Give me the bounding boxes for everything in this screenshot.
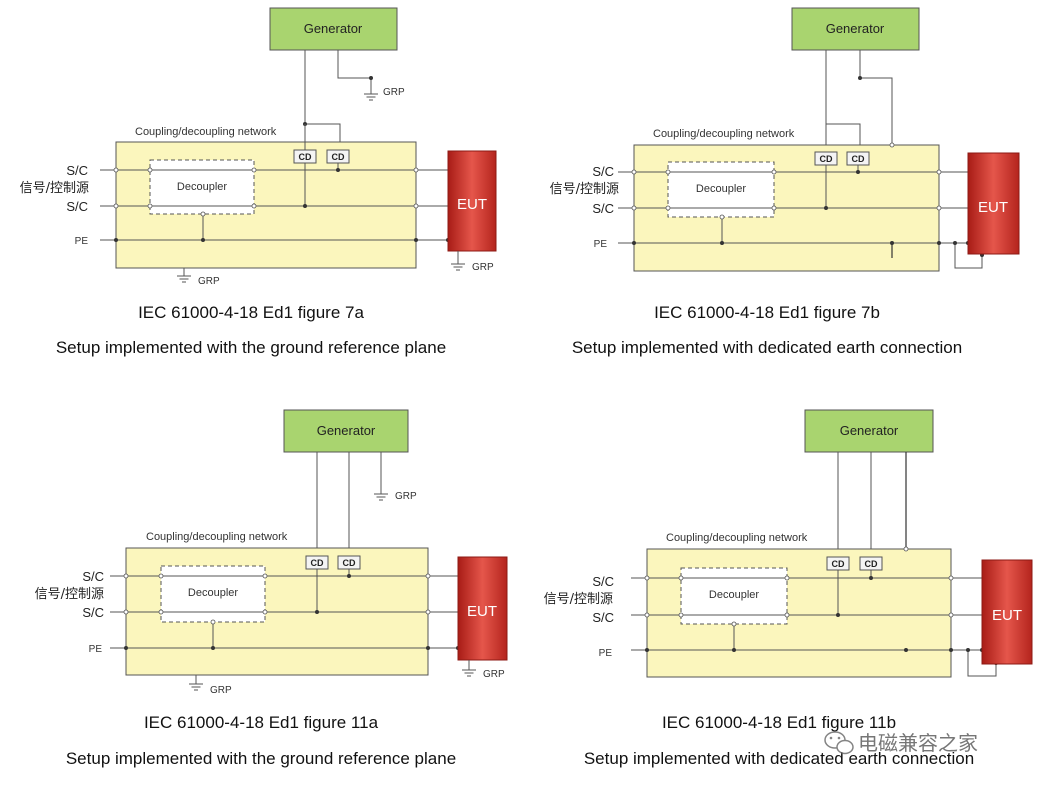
cdn-label: Coupling/decoupling network — [666, 532, 808, 544]
eut-label: EUT — [467, 603, 497, 620]
figure-11b-title: IEC 61000-4-18 Ed1 figure 11b — [662, 713, 896, 732]
eut-label: EUT — [978, 199, 1008, 216]
generator-box — [269, 7, 398, 51]
sc-label: S/C — [66, 163, 88, 178]
pe-label: PE — [599, 648, 613, 659]
cdn-label: Coupling/decoupling network — [135, 126, 277, 138]
generator-label: Generator — [826, 21, 885, 36]
sc-label: S/C — [82, 605, 104, 620]
figure-7b-diagram: Generator Coupling/decoupling network De… — [550, 7, 1020, 272]
watermark-text: 电磁兼容之家 — [858, 731, 978, 755]
wechat-icon — [824, 731, 854, 755]
figure-7b-subtitle: Setup implemented with dedicated earth c… — [572, 338, 962, 357]
decoupler-label: Decoupler — [709, 589, 759, 601]
generator-label: Generator — [304, 21, 363, 36]
figure-11a-subtitle: Setup implemented with the ground refere… — [66, 749, 456, 768]
figure-7a-title: IEC 61000-4-18 Ed1 figure 7a — [138, 303, 364, 322]
grp-label: GRP — [198, 276, 220, 287]
cd-label: CD — [820, 154, 833, 164]
figure-11a-title: IEC 61000-4-18 Ed1 figure 11a — [144, 713, 379, 732]
cdn-label: Coupling/decoupling network — [146, 531, 288, 543]
eut-label: EUT — [992, 607, 1022, 624]
eut-box — [967, 152, 1020, 255]
captions: IEC 61000-4-18 Ed1 figure 7a Setup imple… — [56, 303, 974, 768]
sc-label: S/C — [592, 201, 614, 216]
ground-icon — [363, 87, 379, 101]
figure-11a-diagram: Generator GRP Coupling/decoupling networ… — [35, 409, 508, 696]
cd-label: CD — [332, 152, 345, 162]
ground-icon — [176, 269, 192, 283]
decoupler-label: Decoupler — [696, 183, 746, 195]
signal-source-label: 信号/控制源 — [20, 181, 89, 196]
grp-label: GRP — [383, 87, 405, 98]
generator-label: Generator — [317, 423, 376, 438]
sc-label: S/C — [592, 574, 614, 589]
signal-source-label: 信号/控制源 — [35, 587, 104, 602]
pe-label: PE — [594, 239, 608, 250]
generator-label: Generator — [840, 423, 899, 438]
generator-box — [283, 409, 409, 453]
grp-label: GRP — [483, 669, 505, 680]
cdn-label: Coupling/decoupling network — [653, 128, 795, 140]
cd-label: CD — [299, 152, 312, 162]
eut-box — [447, 150, 497, 252]
figure-7b-title: IEC 61000-4-18 Ed1 figure 7b — [654, 303, 880, 322]
sc-label: S/C — [592, 610, 614, 625]
cd-label: CD — [832, 559, 845, 569]
ground-icon — [450, 257, 466, 271]
signal-source-label: 信号/控制源 — [544, 592, 613, 607]
eut-box — [981, 559, 1033, 665]
watermark: 电磁兼容之家 — [824, 731, 978, 755]
cd-label: CD — [343, 558, 356, 568]
figure-11b-diagram: Generator Coupling/decoupling network De… — [544, 409, 1033, 678]
ground-icon — [188, 677, 204, 691]
figure-7a-diagram: Generator GRP Coupling/decoupling networ… — [20, 7, 497, 287]
grp-label: GRP — [395, 491, 417, 502]
ground-icon — [373, 487, 389, 501]
decoupler-box — [149, 159, 255, 215]
cd-label: CD — [852, 154, 865, 164]
figure-11b-subtitle: Setup implemented with dedicated earth c… — [584, 749, 974, 768]
eut-box — [457, 556, 508, 661]
cd-label: CD — [865, 559, 878, 569]
decoupler-label: Decoupler — [188, 587, 238, 599]
grp-label: GRP — [472, 262, 494, 273]
signal-source-label: 信号/控制源 — [550, 182, 619, 197]
figure-7a-subtitle: Setup implemented with the ground refere… — [56, 338, 446, 357]
grp-label: GRP — [210, 685, 232, 696]
pe-label: PE — [75, 236, 89, 247]
cd-label: CD — [311, 558, 324, 568]
ground-icon — [461, 663, 477, 677]
decoupler-label: Decoupler — [177, 181, 227, 193]
generator-box — [804, 409, 934, 453]
sc-label: S/C — [82, 569, 104, 584]
pe-label: PE — [89, 644, 103, 655]
sc-label: S/C — [592, 164, 614, 179]
generator-box — [791, 7, 920, 51]
sc-label: S/C — [66, 199, 88, 214]
eut-label: EUT — [457, 196, 487, 213]
